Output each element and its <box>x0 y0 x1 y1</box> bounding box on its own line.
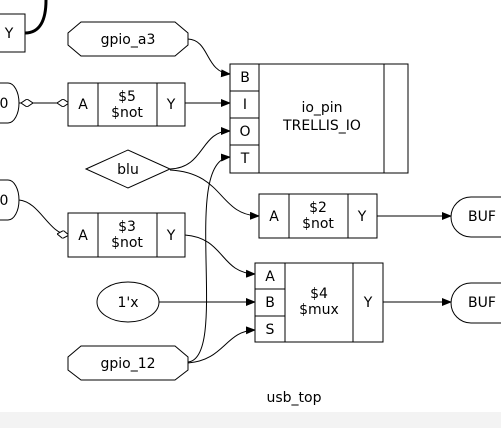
const-zero-bottom: 0 <box>0 179 20 221</box>
port-gpio_12: gpio_12 <box>67 345 189 381</box>
wires <box>18 0 452 364</box>
port-blu: blu <box>84 149 172 189</box>
wire-blu-to-io-o <box>169 127 231 170</box>
const-zero-top: 0 <box>0 82 20 124</box>
cell-not2-id: $2 <box>309 200 327 216</box>
cell-mux4-a: A <box>265 269 275 285</box>
cell-not2: A $2 $not Y <box>258 193 378 239</box>
port-gpio_a3: gpio_a3 <box>67 21 189 57</box>
cell-not5-out: Y <box>166 97 176 113</box>
cell-mux4: A B S $4 $mux Y <box>254 262 384 343</box>
const-1x-label: 1'x <box>117 295 138 311</box>
buf-top: BUF <box>450 196 501 238</box>
cell-not5-type: $not <box>111 105 143 121</box>
cell-io-pin: B I O T io_pin TRELLIS_IO <box>229 63 409 174</box>
cell-not3-id: $3 <box>118 219 136 235</box>
wire-blu-to-not2 <box>169 169 260 220</box>
cell-mux4-s: S <box>266 322 275 338</box>
cell-not5-id: $5 <box>118 89 136 105</box>
io-pin-t: T <box>240 151 250 167</box>
cell-not5: A $5 $not Y <box>67 82 186 127</box>
cell-not3-out: Y <box>166 228 176 244</box>
io-pin-type: TRELLIS_IO <box>282 118 361 134</box>
cell-not3-in: A <box>78 228 88 244</box>
cell-not2-type: $not <box>302 216 334 232</box>
wire-gpio12-to-io-t <box>187 153 231 363</box>
cell-not2-in: A <box>269 209 279 225</box>
port-blu-label: blu <box>117 162 139 178</box>
cell-mux4-id: $4 <box>310 286 328 302</box>
cell-not5-in: A <box>78 97 88 113</box>
cell-mux4-b: B <box>265 295 275 311</box>
cell-mux4-type: $mux <box>299 302 339 318</box>
io-pin-i: I <box>243 97 247 113</box>
const-zero-bottom-label: 0 <box>0 193 8 209</box>
buf-bottom: BUF <box>450 282 501 324</box>
cell-not3: A $3 $not Y <box>67 212 186 258</box>
wire-gpio_a3-to-io-b <box>187 38 231 78</box>
cell-not3-type: $not <box>111 235 143 251</box>
left-port-y-label: Y <box>4 26 14 42</box>
left-port-y: Y <box>0 13 26 53</box>
bus-wire-top <box>24 0 48 35</box>
bottom-strip <box>0 412 501 428</box>
io-pin-name: io_pin <box>301 100 342 116</box>
io-pin-b: B <box>240 70 250 86</box>
wire-gpio12-to-mux-s <box>187 326 256 364</box>
port-gpio_12-label: gpio_12 <box>100 356 155 372</box>
wire-zero-to-not3 <box>18 199 68 235</box>
wire-not3-to-mux-a <box>184 234 256 278</box>
buf-bottom-label: BUF <box>468 295 496 311</box>
const-1x: 1'x <box>96 281 160 323</box>
port-gpio_a3-label: gpio_a3 <box>101 32 156 48</box>
const-zero-top-label: 0 <box>0 96 8 112</box>
buf-top-label: BUF <box>468 209 496 225</box>
diagram-title: usb_top <box>267 390 322 406</box>
io-pin-o: O <box>239 124 250 140</box>
cell-mux4-out: Y <box>363 295 373 311</box>
cell-not2-out: Y <box>357 209 367 225</box>
